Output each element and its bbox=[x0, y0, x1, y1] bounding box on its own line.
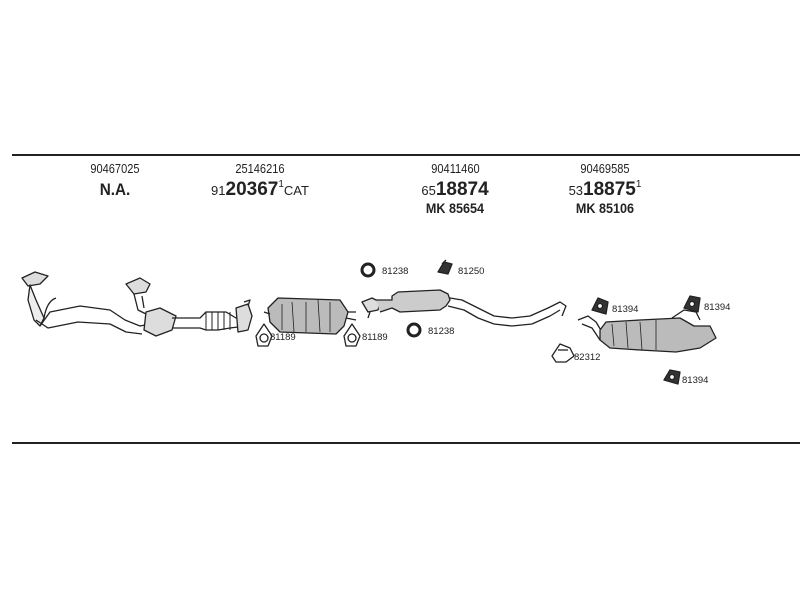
catalog-reference: 53188751 bbox=[545, 179, 665, 200]
ring-top-image bbox=[360, 262, 376, 278]
ref-prefix: 91 bbox=[211, 183, 226, 198]
front-pipe-image bbox=[21, 271, 253, 337]
top-divider bbox=[12, 154, 800, 156]
ring-top-label: 81238 bbox=[382, 266, 408, 277]
rear-clamp-label: 82312 bbox=[574, 352, 600, 363]
rear-silencer-image bbox=[577, 309, 717, 353]
hanger-a-label: 81394 bbox=[612, 304, 638, 315]
clamp-image bbox=[437, 259, 453, 275]
ref-prefix: 53 bbox=[568, 183, 584, 198]
ref-number: 20367 bbox=[225, 179, 279, 200]
ref-superscript: 1 bbox=[635, 179, 642, 190]
catalytic-converter-image bbox=[263, 297, 357, 335]
ref-superscript: 1 bbox=[278, 179, 284, 190]
ring-bottom-image bbox=[406, 322, 422, 338]
hanger-a-image bbox=[591, 297, 609, 315]
ref-prefix: 65 bbox=[421, 183, 436, 198]
oem-code: 90411460 bbox=[430, 161, 480, 176]
exhaust-system-diagram: 81238 81250 81238 81189 81189 81394 8139… bbox=[21, 259, 730, 386]
ref-number: 18874 bbox=[435, 179, 489, 200]
oem-code: 90469585 bbox=[580, 161, 630, 176]
gasket-left-image bbox=[255, 323, 273, 347]
oem-code: 90467025 bbox=[90, 161, 140, 176]
part-column-3: 90411460 6518874 MK 85654 bbox=[395, 161, 515, 215]
not-available-label: N.A. bbox=[99, 180, 131, 199]
hanger-b-image bbox=[683, 295, 701, 313]
ref-number: 18875 bbox=[583, 179, 636, 200]
mk-code: MK 85106 bbox=[575, 200, 635, 216]
part-column-2: 25146216 91203671CAT bbox=[200, 161, 320, 199]
gasket-right-label: 81189 bbox=[362, 332, 388, 343]
part-column-1: 90467025 N.A. bbox=[70, 161, 160, 199]
gasket-left-label: 81189 bbox=[270, 332, 296, 343]
rear-clamp-image bbox=[551, 343, 575, 363]
hanger-c-label: 81394 bbox=[682, 375, 708, 386]
center-silencer-image bbox=[361, 289, 567, 327]
bottom-divider bbox=[12, 442, 800, 444]
clamp-label: 81250 bbox=[458, 266, 484, 277]
hanger-b-label: 81394 bbox=[704, 302, 730, 313]
catalog-reference: 6518874 bbox=[395, 180, 515, 199]
mk-code: MK 85654 bbox=[425, 200, 485, 216]
ring-bottom-label: 81238 bbox=[428, 326, 454, 337]
ref-suffix: CAT bbox=[283, 183, 309, 198]
catalog-reference: 91203671CAT bbox=[200, 179, 320, 200]
oem-code: 25146216 bbox=[235, 161, 285, 176]
gasket-right-image bbox=[343, 323, 361, 347]
hanger-c-image bbox=[663, 369, 681, 385]
part-column-4: 90469585 53188751 MK 85106 bbox=[545, 161, 665, 215]
